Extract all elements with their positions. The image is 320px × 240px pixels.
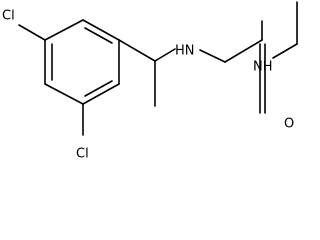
molecule-structure-diagram: Cl Cl HN NH O: [2, 1, 298, 162]
ring-bond-3: [82, 83, 120, 105]
ring-bond-4: [44, 83, 84, 105]
carbonyl-oxygen-label: O: [284, 117, 294, 132]
bond-ring-cl-para: [18, 24, 46, 41]
ring-bond-6: [44, 19, 84, 41]
ring-double-bond-2: [84, 80, 113, 97]
ring-bond-1: [82, 19, 120, 41]
amine-nh-label: HN: [175, 44, 195, 59]
benzene-ring: [44, 19, 120, 105]
bond-ring-to-ch: [118, 39, 156, 62]
amide-nh-label: NH: [253, 60, 273, 75]
chlorine-para-label: Cl: [2, 9, 15, 24]
chlorine-ortho-label: Cl: [76, 147, 89, 162]
ring-double-bond-1: [84, 27, 113, 44]
bond-ch2-to-carbonyl: [224, 39, 263, 63]
bond-amine-to-ch2: [199, 49, 226, 63]
bond-amide-n-to-ch2: [272, 43, 298, 59]
bond-ch-to-amine: [154, 48, 176, 62]
